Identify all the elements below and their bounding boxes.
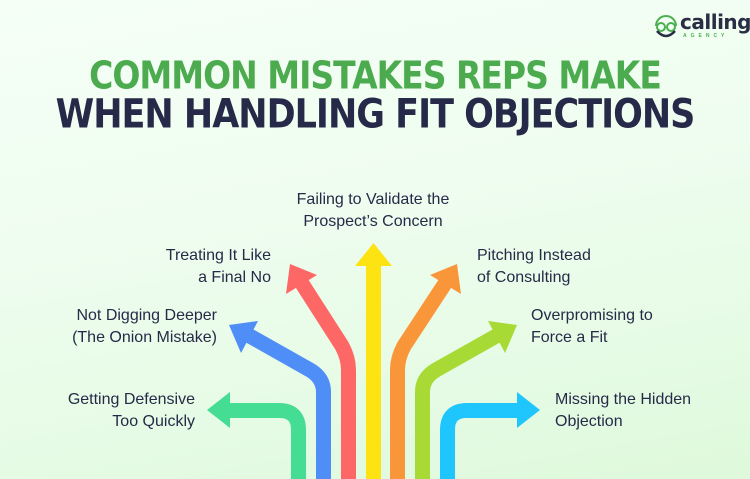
title-line-2: WHEN HANDLING FIT OBJECTIONS <box>55 92 696 138</box>
arrow-missing-hidden-objection <box>440 392 540 479</box>
arrow-treating-final-no <box>286 264 356 479</box>
label-line: Objection <box>555 413 623 430</box>
label-getting-defensive: Getting Defensive Too Quickly <box>68 389 195 433</box>
arrow-failing-to-validate <box>355 243 392 479</box>
label-line: Overpromising to <box>531 307 653 324</box>
label-missing-hidden-objection: Missing the Hidden Objection <box>555 389 691 433</box>
label-line: Too Quickly <box>112 413 195 430</box>
label-pitching-instead: Pitching Instead of Consulting <box>477 245 591 289</box>
title-line-1: COMMON MISTAKES REPS MAKE <box>89 53 662 98</box>
label-line: Treating It Like <box>165 247 271 264</box>
logo-wordmark: calling <box>680 10 750 34</box>
label-line: Force a Fit <box>531 329 608 346</box>
logo-subtitle: AGENCY <box>683 33 729 39</box>
label-treating-final-no: Treating It Like a Final No <box>166 245 271 289</box>
arrow-not-digging-deeper <box>229 321 331 479</box>
arrow-overpromising <box>415 321 517 479</box>
arrow-pitching-instead <box>390 264 461 479</box>
label-line: Getting Defensive <box>67 391 195 408</box>
label-line: Failing to Validate the <box>296 191 450 208</box>
label-line: Not Digging Deeper <box>76 307 217 324</box>
label-failing-to-validate: Failing to Validate the Prospect’s Conce… <box>273 189 473 233</box>
label-line: a Final No <box>198 269 271 286</box>
label-line: Missing the Hidden <box>555 391 692 408</box>
arrow-getting-defensive <box>207 392 306 479</box>
label-not-digging-deeper: Not Digging Deeper (The Onion Mistake) <box>72 305 217 349</box>
label-line: Prospect’s Concern <box>303 213 443 230</box>
label-line: of Consulting <box>477 269 571 286</box>
label-line: (The Onion Mistake) <box>72 329 217 346</box>
headset-face-icon <box>655 15 677 38</box>
label-overpromising: Overpromising to Force a Fit <box>531 305 653 349</box>
calling-agency-logo: calling AGENCY <box>652 10 750 41</box>
label-line: Pitching Instead <box>477 247 591 264</box>
